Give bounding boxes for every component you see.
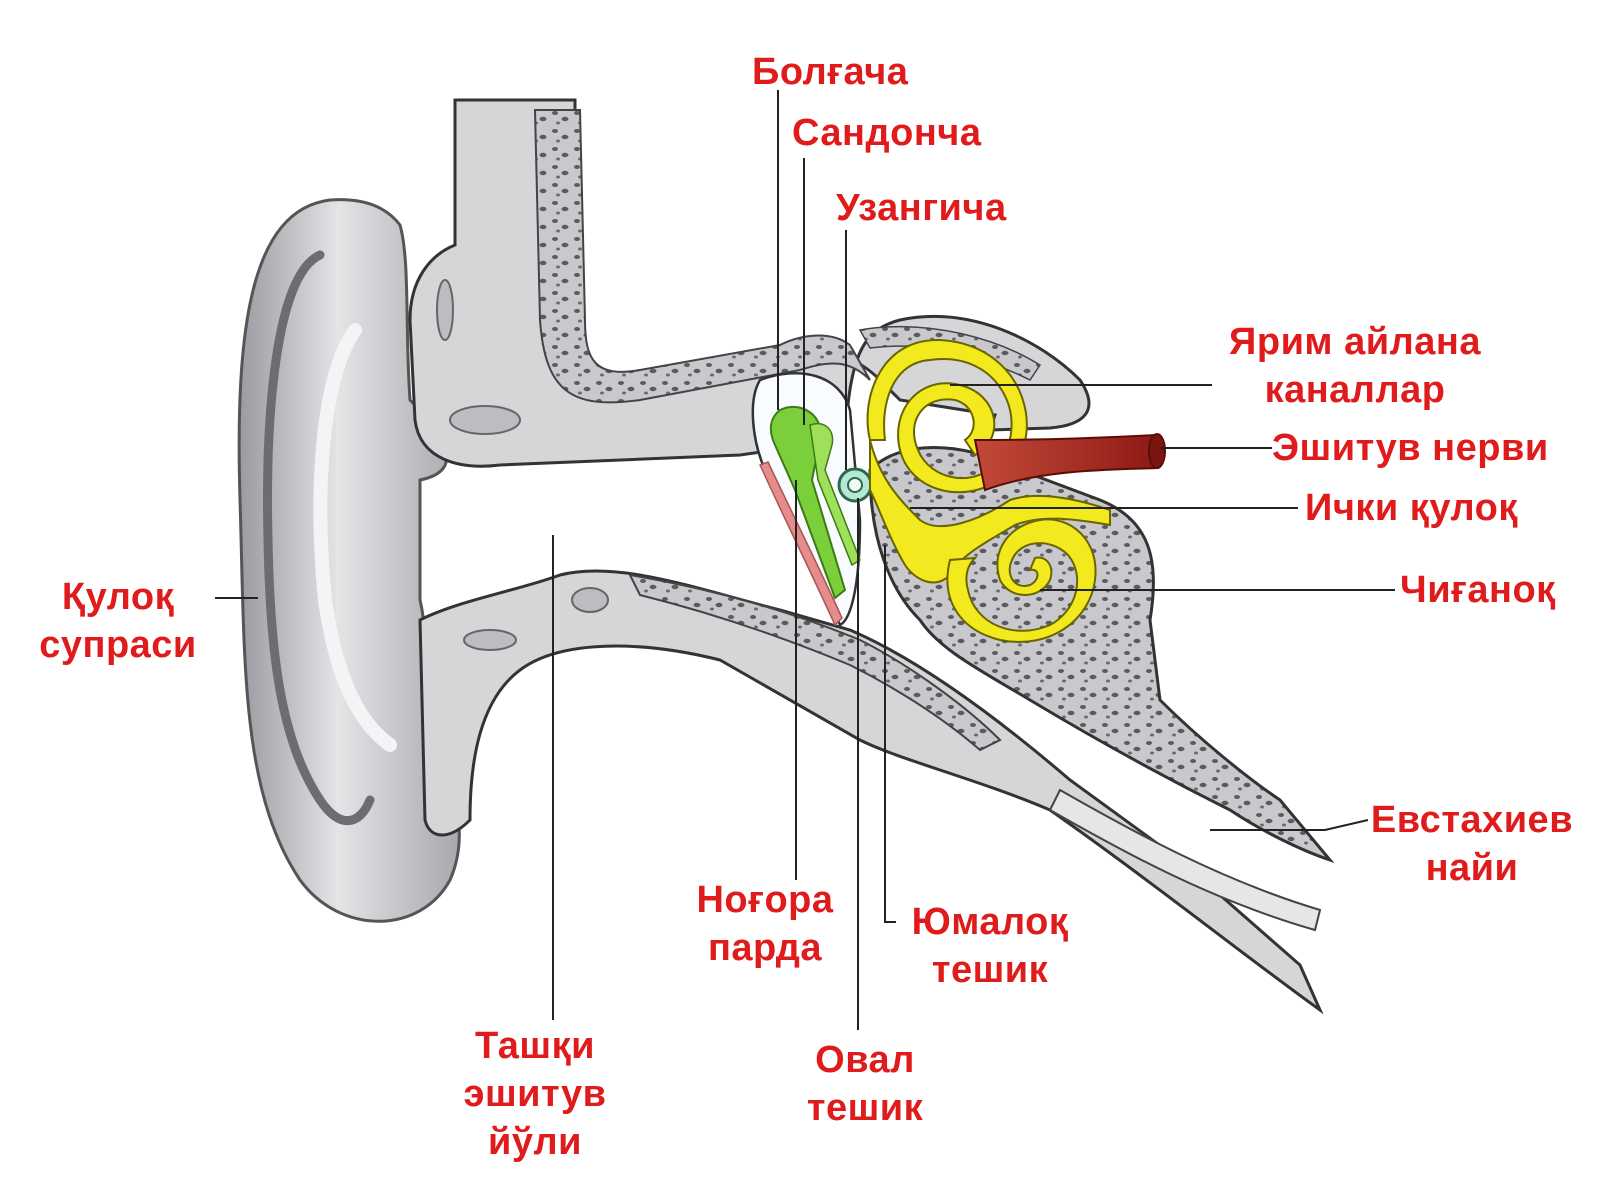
label-round-window-line2: тешик: [931, 949, 1049, 991]
vestibule: [869, 439, 1111, 584]
label-eustachian-line2: найи: [1425, 847, 1519, 889]
stapes: [837, 467, 873, 503]
label-pinna-line2: супраси: [39, 624, 197, 666]
label-round-window-line1: Юмалоқ: [911, 901, 1069, 943]
label-malleus: Болғача: [752, 51, 909, 93]
label-cochlea: Чиғаноқ: [1400, 569, 1556, 611]
auditory-nerve: [973, 433, 1166, 492]
leader-round-window: [884, 545, 896, 923]
incus: [809, 423, 861, 567]
temporal-bone-lower: [418, 569, 1324, 1015]
label-incus: Сандонча: [792, 112, 982, 154]
petrous-bone: [868, 446, 1335, 864]
label-eustachian-tube: Евстахиев найи: [1362, 796, 1582, 892]
label-auditory-nerve: Эшитув нерви: [1272, 427, 1549, 469]
label-round-window: Юмалоқ тешик: [895, 898, 1085, 994]
label-eardrum-line2: парда: [707, 927, 823, 969]
label-semicircular-line1: Ярим айлана: [1229, 321, 1481, 363]
label-inner-ear: Ички қулоқ: [1305, 487, 1518, 529]
label-ear-canal-line1: Ташқи: [475, 1025, 595, 1067]
semicircular-canals: [866, 338, 1028, 494]
label-stapes: Узангича: [836, 187, 1007, 229]
label-eardrum: Ноғора парда: [680, 876, 850, 972]
leader-lines: [215, 90, 1395, 1030]
label-semicircular-canals: Ярим айлана каналлар: [1210, 318, 1500, 414]
ossicles: [769, 405, 873, 600]
label-eardrum-line1: Ноғора: [696, 879, 834, 921]
eustachian-tube: [1048, 788, 1322, 932]
label-pinna-line1: Қулоқ: [61, 576, 175, 618]
label-eustachian-line1: Евстахиев: [1370, 799, 1574, 841]
malleus: [769, 405, 847, 600]
eardrum: [758, 461, 843, 627]
label-ear-canal-line3: йўли: [488, 1121, 582, 1163]
temporal-bone-upper: [408, 98, 1091, 468]
inner-ear: [866, 338, 1111, 643]
label-oval-window-line1: Овал: [815, 1039, 915, 1081]
label-ear-canal: Ташқи эшитув йўли: [445, 1022, 625, 1166]
label-oval-window: Овал тешик: [780, 1036, 950, 1132]
label-semicircular-line2: каналлар: [1264, 369, 1446, 411]
cochlea: [946, 518, 1097, 643]
leader-eustachian: [1210, 819, 1369, 831]
label-pinna: Қулоқ супраси: [28, 573, 208, 669]
label-oval-window-line2: тешик: [806, 1087, 924, 1129]
label-ear-canal-line2: эшитув: [463, 1073, 607, 1115]
